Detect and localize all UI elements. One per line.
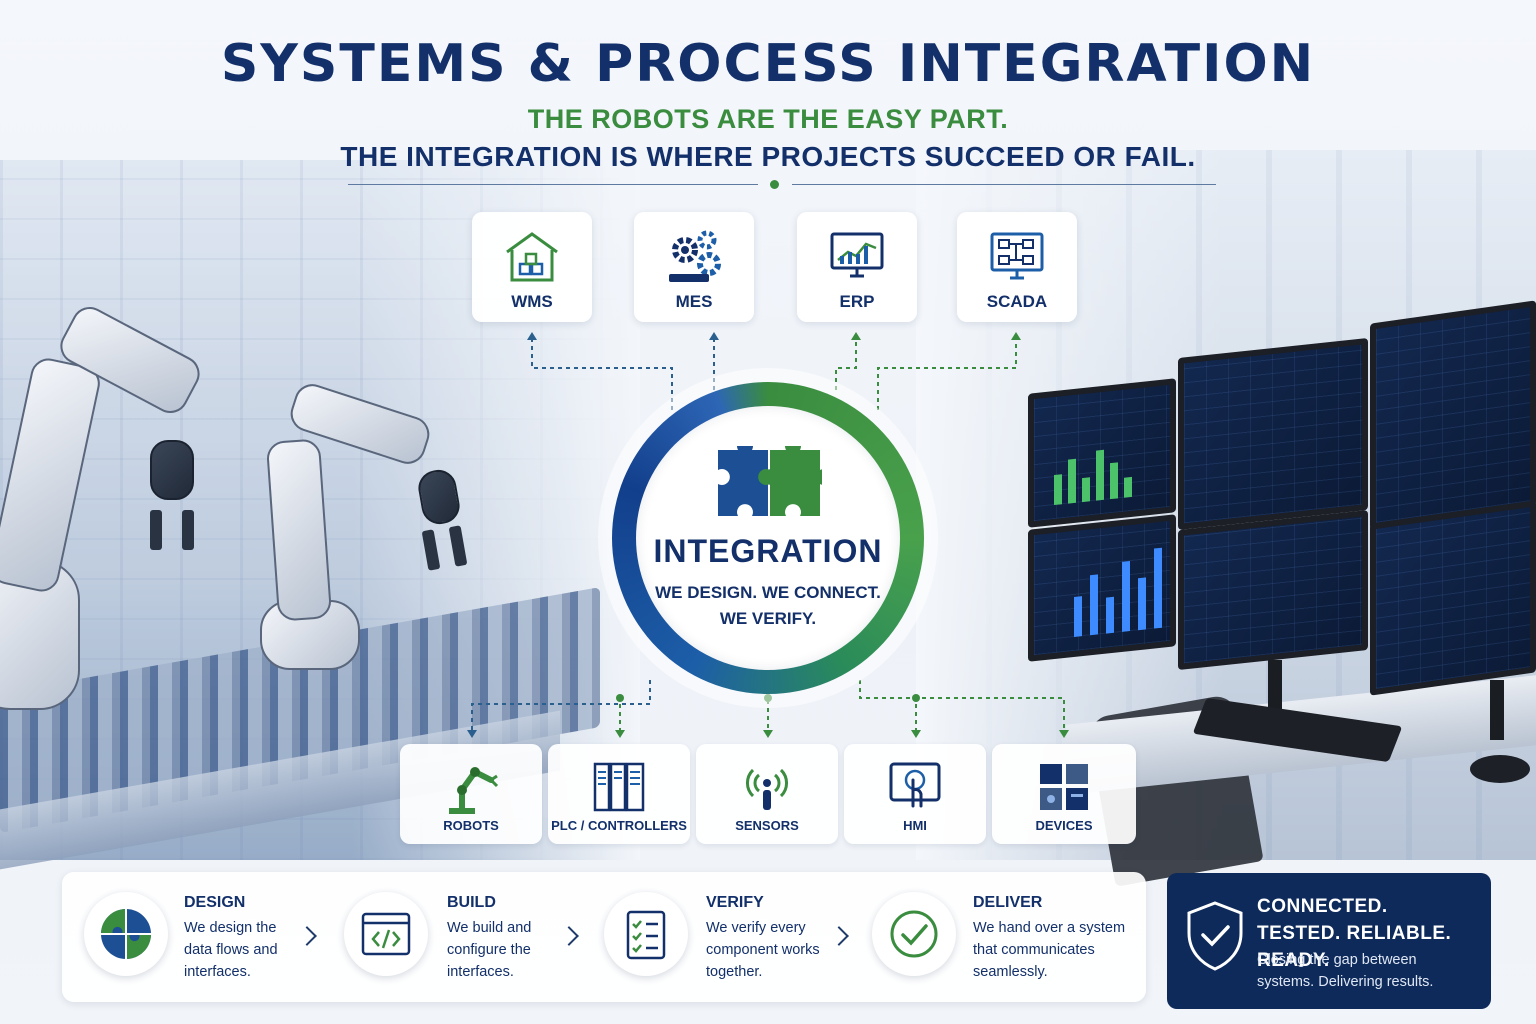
step-build-title: BUILD <box>447 894 496 911</box>
device-card-hmi[interactable]: HMI <box>844 744 986 844</box>
device-label-plc: PLC / CONTROLLERS <box>551 818 687 833</box>
step-verify-text: We verify every component works together… <box>706 920 820 980</box>
device-label-devices: DEVICES <box>1035 818 1093 833</box>
device-card-robots[interactable]: ROBOTS <box>400 744 542 844</box>
system-card-scada[interactable]: SCADA <box>957 212 1077 322</box>
robot-arm-icon <box>449 767 499 814</box>
system-label-scada: SCADA <box>986 292 1048 311</box>
device-card-plc[interactable]: PLC / CONTROLLERS <box>548 744 690 844</box>
step-design-badge[interactable] <box>84 892 168 976</box>
subtitle-blue: THE INTEGRATION IS WHERE PROJECTS SUCCEE… <box>340 141 1196 172</box>
devices-icon <box>1040 764 1088 810</box>
network-monitor-icon <box>990 232 1044 280</box>
plc-icon <box>593 762 645 812</box>
device-label-sensors: SENSORS <box>735 818 799 833</box>
system-label-wms: WMS <box>511 292 553 311</box>
step-verify-badge[interactable] <box>604 892 688 976</box>
device-label-robots: ROBOTS <box>443 818 499 833</box>
step-deliver-title: DELIVER <box>973 894 1043 911</box>
puzzle-circle-icon <box>101 909 151 959</box>
sensor-icon <box>746 768 788 810</box>
system-card-mes[interactable]: MES <box>634 212 754 322</box>
check-circle-icon <box>890 910 938 958</box>
step-design-text: We design the data flows and interfaces. <box>184 920 278 980</box>
puzzle-icon <box>718 446 822 516</box>
device-card-sensors[interactable]: SENSORS <box>696 744 838 844</box>
integration-tagline-line2: WE VERIFY. <box>719 609 817 628</box>
integration-title: INTEGRATION <box>653 533 883 569</box>
step-deliver-text: We hand over a system that communicates … <box>973 920 1126 980</box>
system-card-wms[interactable]: WMS <box>472 212 592 322</box>
step-build-badge[interactable] <box>344 892 428 976</box>
monitor-stand <box>1268 660 1282 710</box>
system-card-erp[interactable]: ERP <box>797 212 917 322</box>
shield-check-icon <box>1187 901 1243 971</box>
ready-text: Closing the gap between systems. Deliver… <box>1257 952 1434 990</box>
system-label-erp: ERP <box>839 292 875 311</box>
monitor-stand <box>1490 680 1504 740</box>
ready-panel: CONNECTED. TESTED. RELIABLE. READY. Clos… <box>1167 873 1491 1009</box>
touch-screen-icon <box>889 762 941 808</box>
step-verify-title: VERIFY <box>706 894 764 911</box>
step-design-title: DESIGN <box>184 894 246 911</box>
subtitle-green: THE ROBOTS ARE THE EASY PART. <box>527 104 1009 134</box>
integration-tagline: WE DESIGN. WE CONNECT. WE VERIFY. <box>612 580 924 632</box>
device-card-devices[interactable]: DEVICES <box>992 744 1136 844</box>
checklist-icon <box>626 910 666 960</box>
device-label-hmi: HMI <box>903 818 927 833</box>
page-title: SYSTEMS & PROCESS INTEGRATION <box>220 34 1316 94</box>
gears-icon <box>669 230 721 282</box>
code-window-icon <box>361 912 411 956</box>
divider-dot <box>770 180 779 189</box>
chart-monitor-icon <box>830 232 884 278</box>
step-build-text: We build and configure the interfaces. <box>447 920 532 980</box>
integration-tagline-line1: WE DESIGN. WE CONNECT. <box>655 583 881 602</box>
warehouse-icon <box>506 232 558 282</box>
divider-right <box>792 184 1216 185</box>
mouse <box>1470 755 1530 783</box>
system-label-mes: MES <box>675 292 713 311</box>
ready-title: CONNECTED. TESTED. RELIABLE. READY. <box>1257 896 1452 971</box>
divider-left <box>348 184 758 185</box>
step-deliver-badge[interactable] <box>872 892 956 976</box>
